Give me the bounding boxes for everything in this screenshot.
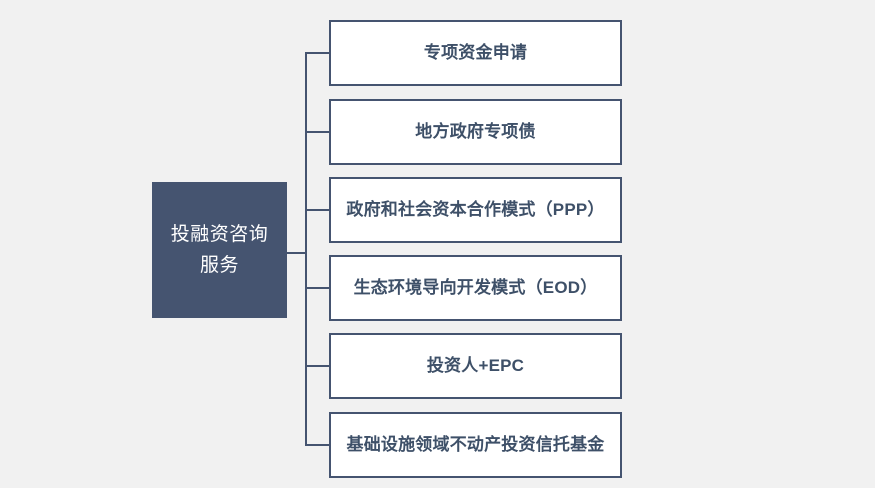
child-node-3[interactable]: 政府和社会资本合作模式（PPP） xyxy=(329,177,622,243)
child-node-5[interactable]: 投资人+EPC xyxy=(329,333,622,399)
child-node-6-label: 基础设施领域不动产投资信托基金 xyxy=(346,435,605,454)
child-node-3-label: 政府和社会资本合作模式（PPP） xyxy=(346,200,605,219)
child-node-1-label: 专项资金申请 xyxy=(423,43,528,62)
child-node-2[interactable]: 地方政府专项债 xyxy=(329,99,622,165)
child-node-5-label: 投资人+EPC xyxy=(426,356,525,375)
child-node-6[interactable]: 基础设施领域不动产投资信托基金 xyxy=(329,412,622,478)
child-node-4[interactable]: 生态环境导向开发模式（EOD） xyxy=(329,255,622,321)
root-node[interactable]: 投融资咨询 服务 xyxy=(152,182,287,318)
child-node-1[interactable]: 专项资金申请 xyxy=(329,20,622,86)
child-node-2-label: 地方政府专项债 xyxy=(415,122,536,141)
child-node-4-label: 生态环境导向开发模式（EOD） xyxy=(353,278,598,297)
root-node-label: 投融资咨询 服务 xyxy=(170,224,269,276)
